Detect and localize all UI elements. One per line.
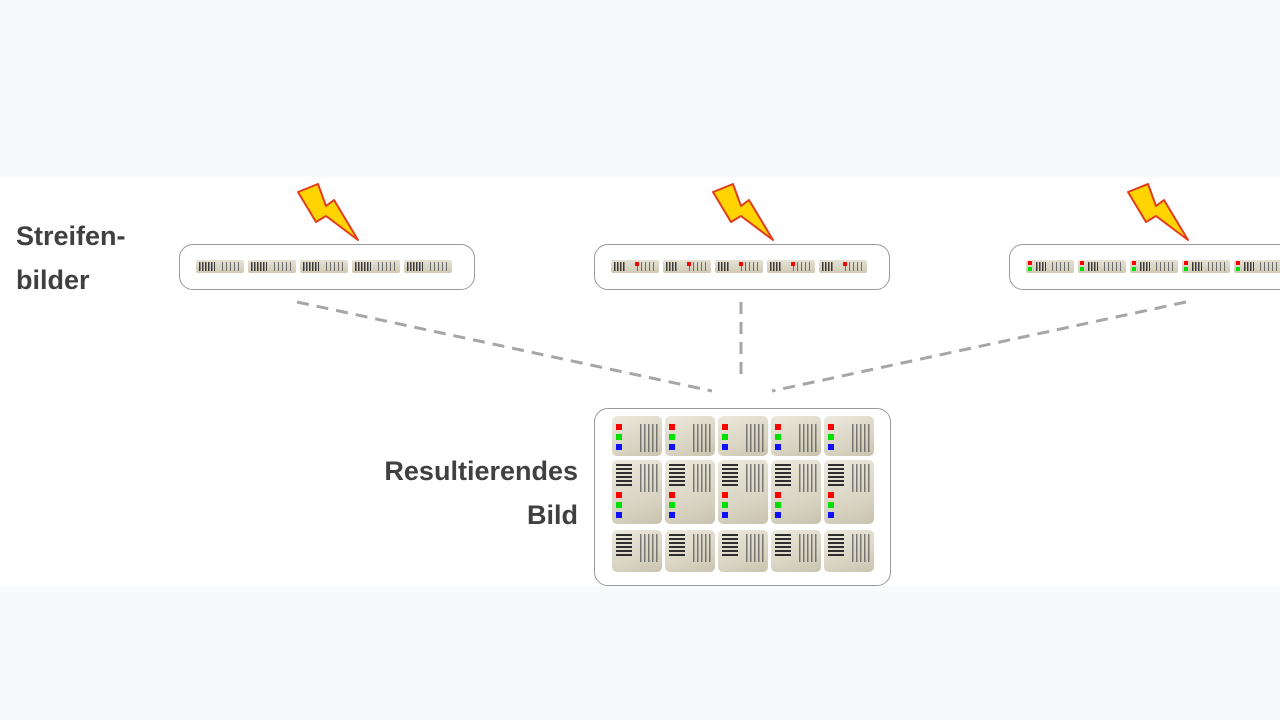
strip-tiles — [611, 260, 867, 273]
strip-tile — [715, 260, 763, 273]
strip-image-1 — [179, 244, 475, 290]
result-tile — [771, 460, 821, 524]
lightning-bolt-icon — [297, 183, 359, 241]
connector-left — [296, 300, 713, 393]
result-tile — [612, 416, 662, 456]
strip-tiles — [196, 260, 452, 273]
result-tile — [612, 460, 662, 524]
result-tile — [718, 530, 768, 572]
strip-tile — [1182, 260, 1230, 273]
result-tile — [718, 460, 768, 524]
result-tile — [824, 460, 874, 524]
strip-tile — [819, 260, 867, 273]
strip-tile — [300, 260, 348, 273]
result-tile — [612, 530, 662, 572]
strip-image-2 — [594, 244, 890, 290]
strip-tile — [1078, 260, 1126, 273]
strip-tile — [404, 260, 452, 273]
lightning-bolt-icon — [712, 183, 774, 241]
strip-tile — [1026, 260, 1074, 273]
strip-tile — [767, 260, 815, 273]
result-tile — [665, 460, 715, 524]
result-tile — [718, 416, 768, 456]
resulting-image-grid — [612, 416, 874, 572]
diagram-panel: Streifen- bilder Resultierendes Bild — [0, 177, 1280, 586]
strip-image-3 — [1009, 244, 1280, 290]
result-tile — [665, 416, 715, 456]
strip-images-label: Streifen- bilder — [16, 221, 126, 295]
result-tile — [824, 530, 874, 572]
strip-tiles — [1026, 260, 1280, 273]
resulting-image-label: Resultierendes Bild — [384, 456, 578, 530]
connector-right — [771, 300, 1187, 393]
resulting-image — [594, 408, 891, 586]
strip-tile — [611, 260, 659, 273]
strip-tile — [196, 260, 244, 273]
result-tile — [771, 530, 821, 572]
result-tile — [771, 416, 821, 456]
result-tile — [824, 416, 874, 456]
strip-tile — [248, 260, 296, 273]
strip-tile — [1130, 260, 1178, 273]
lightning-bolt-icon — [1127, 183, 1189, 241]
strip-tile — [1234, 260, 1280, 273]
strip-tile — [352, 260, 400, 273]
result-tile — [665, 530, 715, 572]
strip-tile — [663, 260, 711, 273]
